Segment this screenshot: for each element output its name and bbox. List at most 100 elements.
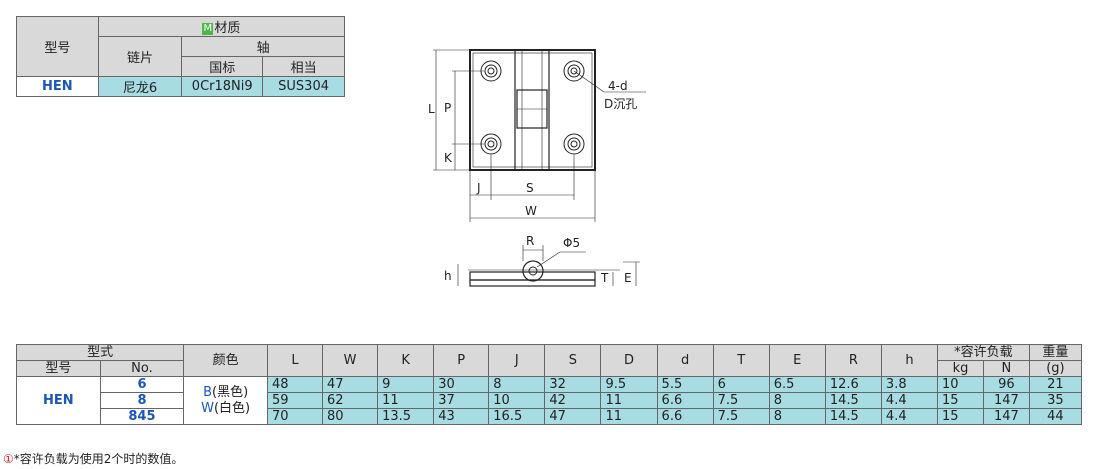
cell: 6 bbox=[712, 376, 770, 393]
cell: 8 bbox=[768, 392, 826, 409]
label-W: W bbox=[525, 204, 537, 218]
header-color: 颜色 bbox=[183, 344, 268, 377]
header-no: No. bbox=[99, 360, 185, 377]
cell-kg: 15 bbox=[937, 392, 984, 409]
header-col: L bbox=[266, 344, 324, 377]
header-n: N bbox=[982, 360, 1030, 377]
cell: 11 bbox=[600, 392, 658, 409]
header-equiv: 相当 bbox=[262, 56, 345, 77]
table-row: HEN 6 B(黑色) W(白色) 48 47 9 30 8 32 9.5 5.… bbox=[16, 376, 1083, 425]
label-hole-count: 4-d bbox=[608, 79, 628, 93]
header-material-label: 材质 bbox=[214, 21, 241, 36]
cell: 8 bbox=[768, 408, 826, 425]
header-col: K bbox=[377, 344, 435, 377]
label-J: J bbox=[476, 181, 481, 195]
header-col: T bbox=[712, 344, 770, 377]
cell: 48 bbox=[266, 376, 324, 393]
material-model: HEN bbox=[16, 76, 99, 97]
cell: 13.5 bbox=[377, 408, 435, 425]
spec-table: 型式 颜色 L W K P J S D d T E R h *容许负载 重量 型… bbox=[15, 344, 1083, 425]
cell: 59 bbox=[266, 392, 324, 409]
header-col: d bbox=[656, 344, 714, 377]
cell: 11 bbox=[377, 392, 435, 409]
header-gb: 国标 bbox=[181, 56, 264, 77]
row-no: 8 bbox=[99, 392, 185, 409]
material-badge-icon: M bbox=[202, 23, 214, 35]
header-col: S bbox=[544, 344, 602, 377]
hole-bottom-right bbox=[563, 133, 585, 155]
note-icon: ① bbox=[3, 452, 14, 466]
cell: 16.5 bbox=[488, 408, 546, 425]
label-E: E bbox=[624, 271, 632, 285]
color-white: W(白色) bbox=[201, 400, 251, 416]
cell: 12.6 bbox=[824, 376, 882, 393]
header-model: 型号 bbox=[16, 360, 101, 377]
header-load: *容许负载 bbox=[937, 344, 1030, 361]
color-black: B(黑色) bbox=[203, 384, 249, 400]
cell-g: 35 bbox=[1028, 392, 1083, 409]
cell: 7.5 bbox=[712, 392, 770, 409]
cell: 6.6 bbox=[656, 408, 714, 425]
header-type: 型式 bbox=[15, 344, 185, 361]
header-col: J bbox=[488, 344, 546, 377]
row-no: 845 bbox=[99, 408, 185, 425]
cell: 9 bbox=[377, 376, 435, 393]
hole-top-right bbox=[563, 60, 585, 82]
cell: 42 bbox=[544, 392, 602, 409]
table-row: 8 59 62 11 37 10 42 11 6.6 7.5 8 14.5 4.… bbox=[17, 392, 1083, 409]
cell: 80 bbox=[322, 408, 379, 425]
cell-n: 147 bbox=[982, 392, 1030, 409]
label-R: R bbox=[526, 234, 534, 248]
row-no: 6 bbox=[99, 376, 185, 393]
header-shaft: 轴 bbox=[181, 36, 345, 57]
footnote-text: *容许负载为使用2个时的数值。 bbox=[13, 452, 184, 466]
header-weight: 重量 bbox=[1028, 344, 1083, 361]
table-row: 845 70 80 13.5 43 16.5 47 11 6.6 7.5 8 1… bbox=[17, 408, 1083, 425]
knuckle bbox=[514, 49, 550, 171]
cell: 32 bbox=[544, 376, 602, 393]
footnote: ①*容许负载为使用2个时的数值。 bbox=[3, 450, 183, 467]
material-gb: 0Cr18Ni9 bbox=[181, 76, 264, 97]
header-model: 型号 bbox=[16, 16, 99, 77]
header-col: W bbox=[322, 344, 379, 377]
header-link: 链片 bbox=[97, 36, 183, 77]
pin-circle bbox=[522, 260, 544, 282]
cell: 43 bbox=[433, 408, 490, 425]
label-T: T bbox=[600, 271, 609, 285]
label-hole-desc: D沉孔 bbox=[604, 97, 637, 111]
cell: 8 bbox=[488, 376, 546, 393]
header-g: (g) bbox=[1028, 360, 1083, 377]
cell: 9.5 bbox=[600, 376, 658, 393]
cell-g: 44 bbox=[1028, 408, 1083, 425]
cell: 11 bbox=[600, 408, 658, 425]
cell-n: 147 bbox=[982, 408, 1030, 425]
hinge-drawing: L P K J S W 4-d D沉孔 R Φ5 h T E bbox=[428, 49, 646, 287]
header-col: E bbox=[768, 344, 826, 377]
cell: 37 bbox=[433, 392, 490, 409]
label-pin: Φ5 bbox=[563, 236, 580, 250]
cell: 62 bbox=[322, 392, 379, 409]
label-S: S bbox=[526, 181, 534, 195]
cell: 14.5 bbox=[824, 392, 882, 409]
cell: 10 bbox=[488, 392, 546, 409]
cell-kg: 15 bbox=[937, 408, 984, 425]
hinge-outline bbox=[469, 49, 596, 171]
material-link: 尼龙6 bbox=[97, 76, 183, 97]
header-kg: kg bbox=[937, 360, 984, 377]
cell-g: 21 bbox=[1028, 376, 1083, 393]
header-col: R bbox=[824, 344, 882, 377]
spec-model: HEN bbox=[16, 376, 101, 425]
label-L: L bbox=[428, 102, 435, 116]
label-K: K bbox=[444, 151, 453, 165]
cell: 4.4 bbox=[880, 392, 939, 409]
cell: 70 bbox=[266, 408, 324, 425]
cell: 47 bbox=[544, 408, 602, 425]
header-col: P bbox=[433, 344, 490, 377]
cell: 6.6 bbox=[656, 392, 714, 409]
cell-kg: 10 bbox=[937, 376, 984, 393]
label-P: P bbox=[444, 101, 451, 115]
cell: 3.8 bbox=[880, 376, 939, 393]
label-h: h bbox=[444, 269, 452, 283]
